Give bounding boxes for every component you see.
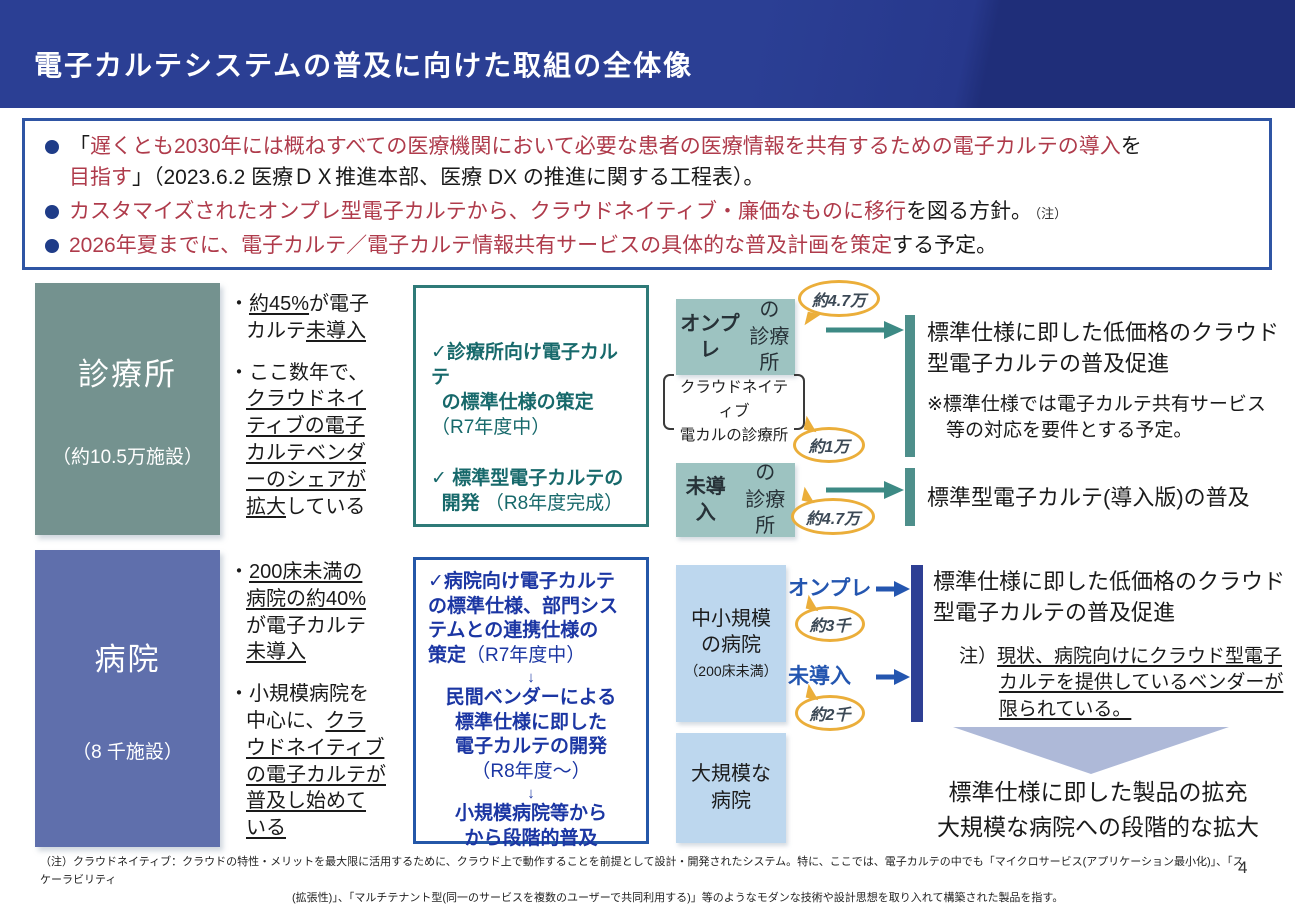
bullet-dot-icon xyxy=(45,239,59,254)
clinic-outcome-1: 標準仕様に即した低価格のクラウド 型電子カルテの普及促進 ※標準仕様では電子カル… xyxy=(927,318,1282,445)
hospital-onpremise-label: オンプレ xyxy=(788,577,872,600)
hospital-outcome-title: 標準仕様に即した低価格のクラウド 型電子カルテの普及促進 xyxy=(933,569,1286,625)
bullet-dot-icon xyxy=(45,205,59,220)
clinic-outcome-2: 標準型電子カルテ(導入版)の普及 xyxy=(927,483,1282,514)
hospital-status-2: ・小規模病院を 中心に、クラ ウドネイティブ の電子カルテが 普及し始めて いる xyxy=(229,683,386,840)
hospital-plan-item-2: 民間ベンダーによる 標準仕様に即した 電子カルテの開発 （R8年度～） xyxy=(445,687,617,783)
hospital-status-notes: ・200床未満の 病院の約40% が電子カルテ 未導入 ・小規模病院を 中心に、… xyxy=(229,559,401,857)
summary-bullet-1-text: 「遅くとも2030年には概ねすべての医療機関において必要な患者の医療情報を共有す… xyxy=(69,135,1142,190)
hospital-onpremise-count-bubble: 約3千 xyxy=(795,606,865,642)
footnote-line-1: （注）クラウドネイティブ：クラウドの特性・メリットを最大限に活用するために、クラ… xyxy=(40,856,1244,886)
clinic-cloudnative-bracket-note: クラウドネイティブ 電カルの診療所 xyxy=(663,374,805,444)
clinic-entity-name: 診療所 xyxy=(78,357,177,392)
footnote-line-2: (拡張性)」、「マルチテナント型(同一のサービスを複数のユーザーで共同利用する)… xyxy=(292,891,1064,904)
hospital-entity-box: 病院 （8 千施設） xyxy=(35,550,220,847)
summary-bullet-2: カスタマイズされたオンプレ型電子カルテから、クラウドネイティブ・廉価なものに移行… xyxy=(45,196,1253,227)
hospital-midsize-box: 中小規模 の病院 （200床未満） xyxy=(676,565,786,722)
bullet-dot-icon xyxy=(45,140,59,154)
summary-bullet-3: 2026年夏までに、電子カルテ／電子カルテ情報共有サービスの具体的な普及計画を策… xyxy=(45,230,1253,261)
clinic-cloudnative-count-bubble: 約1万 xyxy=(793,427,865,463)
clinic-onpremise-count-bubble: 約4.7万 xyxy=(798,280,880,317)
clinic-plan-box: ✓診療所向け電子カルテ の標準仕様の策定 （R7年度中） ✓ 標準型電子カルテの… xyxy=(413,285,649,527)
clinic-plan-item-2: ✓ 標準型電子カルテの 開発 （R8年度完成） xyxy=(431,468,624,515)
clinic-status-notes: ・約45%が電子 カルテ未導入 ・ここ数年で、 クラウドネイ ティブの電子 カル… xyxy=(229,291,399,535)
summary-bullet-3-text: 2026年夏までに、電子カルテ／電子カルテ情報共有サービスの具体的な普及計画を策… xyxy=(69,234,998,258)
footnote: （注）クラウドネイティブ：クラウドの特性・メリットを最大限に活用するために、クラ… xyxy=(40,854,1250,907)
clinic-onpremise-box: オンプレの 診療所 xyxy=(676,299,795,375)
hospital-status-1: ・200床未満の 病院の約40% が電子カルテ 未導入 xyxy=(229,561,367,664)
clinic-outcome-2-title: 標準型電子カルテ(導入版)の普及 xyxy=(927,485,1250,510)
hospital-large-box: 大規模な 病院 xyxy=(676,733,786,843)
hospital-notintroduced-count-bubble: 約2千 xyxy=(795,695,865,731)
hospital-entity-name: 病院 xyxy=(94,641,161,677)
hospital-expansion-text: 標準仕様に即した製品の拡充 大規模な病院への段階的な拡大 xyxy=(937,779,1259,840)
clinic-notintroduced-count-bubble: 約4.7万 xyxy=(791,498,875,535)
summary-box: 「遅くとも2030年には概ねすべての医療機関において必要な患者の医療情報を共有す… xyxy=(22,118,1272,270)
page-title: 電子カルテシステムの普及に向けた取組の全体像 xyxy=(34,50,694,81)
hospital-entity-count: （8 千施設） xyxy=(72,741,183,763)
hospital-plan-item-1: ✓病院向け電子カルテ の標準仕様、部門シス テムとの連携仕様の 策定（R7年度中… xyxy=(428,571,619,667)
down-triangle-icon xyxy=(953,727,1229,774)
hospital-outcome-bar xyxy=(911,565,923,722)
summary-bullet-1: 「遅くとも2030年には概ねすべての医療機関において必要な患者の医療情報を共有す… xyxy=(45,131,1253,193)
clinic-status-1: ・約45%が電子 カルテ未導入 xyxy=(229,293,370,342)
hospital-plan-item-3: 小規模病院等から から段階的普及 xyxy=(454,803,607,849)
clinic-entity-count: （約10.5万施設） xyxy=(52,447,203,468)
summary-bullet-2-text: カスタマイズされたオンプレ型電子カルテから、クラウドネイティブ・廉価なものに移行… xyxy=(69,200,1068,224)
hospital-plan-box: ✓病院向け電子カルテ の標準仕様、部門シス テムとの連携仕様の 策定（R7年度中… xyxy=(413,557,649,849)
right-arrow-icon xyxy=(876,581,910,597)
clinic-status-2: ・ここ数年で、 クラウドネイ ティブの電子 カルテベンダ ーのシェアが 拡大して… xyxy=(229,361,369,518)
clinic-outcome-bar-2 xyxy=(905,468,915,526)
hospital-outcome: 標準仕様に即した低価格のクラウド 型電子カルテの普及促進 注）現状、病院向けにク… xyxy=(933,567,1285,723)
hospital-notintroduced-label: 未導入 xyxy=(788,665,851,688)
right-arrow-icon xyxy=(826,481,904,499)
right-arrow-icon xyxy=(876,669,910,685)
down-arrow-icon: ↓ xyxy=(527,668,535,686)
down-arrow-icon: ↓ xyxy=(527,784,535,802)
clinic-notintroduced-box: 未導入の 診療所 xyxy=(676,462,795,537)
hospital-outcome-note: 注）現状、病院向けにクラウド型電子 カルテを提供しているベンダーが 限られている… xyxy=(959,645,1284,720)
slide-header: 電子カルテシステムの普及に向けた取組の全体像 xyxy=(0,0,1295,108)
clinic-outcome-1-title: 標準仕様に即した低価格のクラウド 型電子カルテの普及促進 xyxy=(927,320,1280,376)
clinic-entity-box: 診療所 （約10.5万施設） xyxy=(35,283,220,535)
clinic-outcome-bar-1 xyxy=(905,315,915,457)
right-arrow-icon xyxy=(826,321,904,339)
page-number: 4 xyxy=(1238,858,1248,877)
hospital-midsize-name: 中小規模 の病院 xyxy=(691,608,771,656)
hospital-midsize-sub: （200床未満） xyxy=(684,663,778,679)
clinic-plan-item-1: ✓診療所向け電子カルテ の標準仕様の策定 （R7年度中） xyxy=(431,342,618,439)
clinic-outcome-1-note: ※標準仕様では電子カルテ共有サービス 等の対応を要件とする予定。 xyxy=(927,393,1266,442)
